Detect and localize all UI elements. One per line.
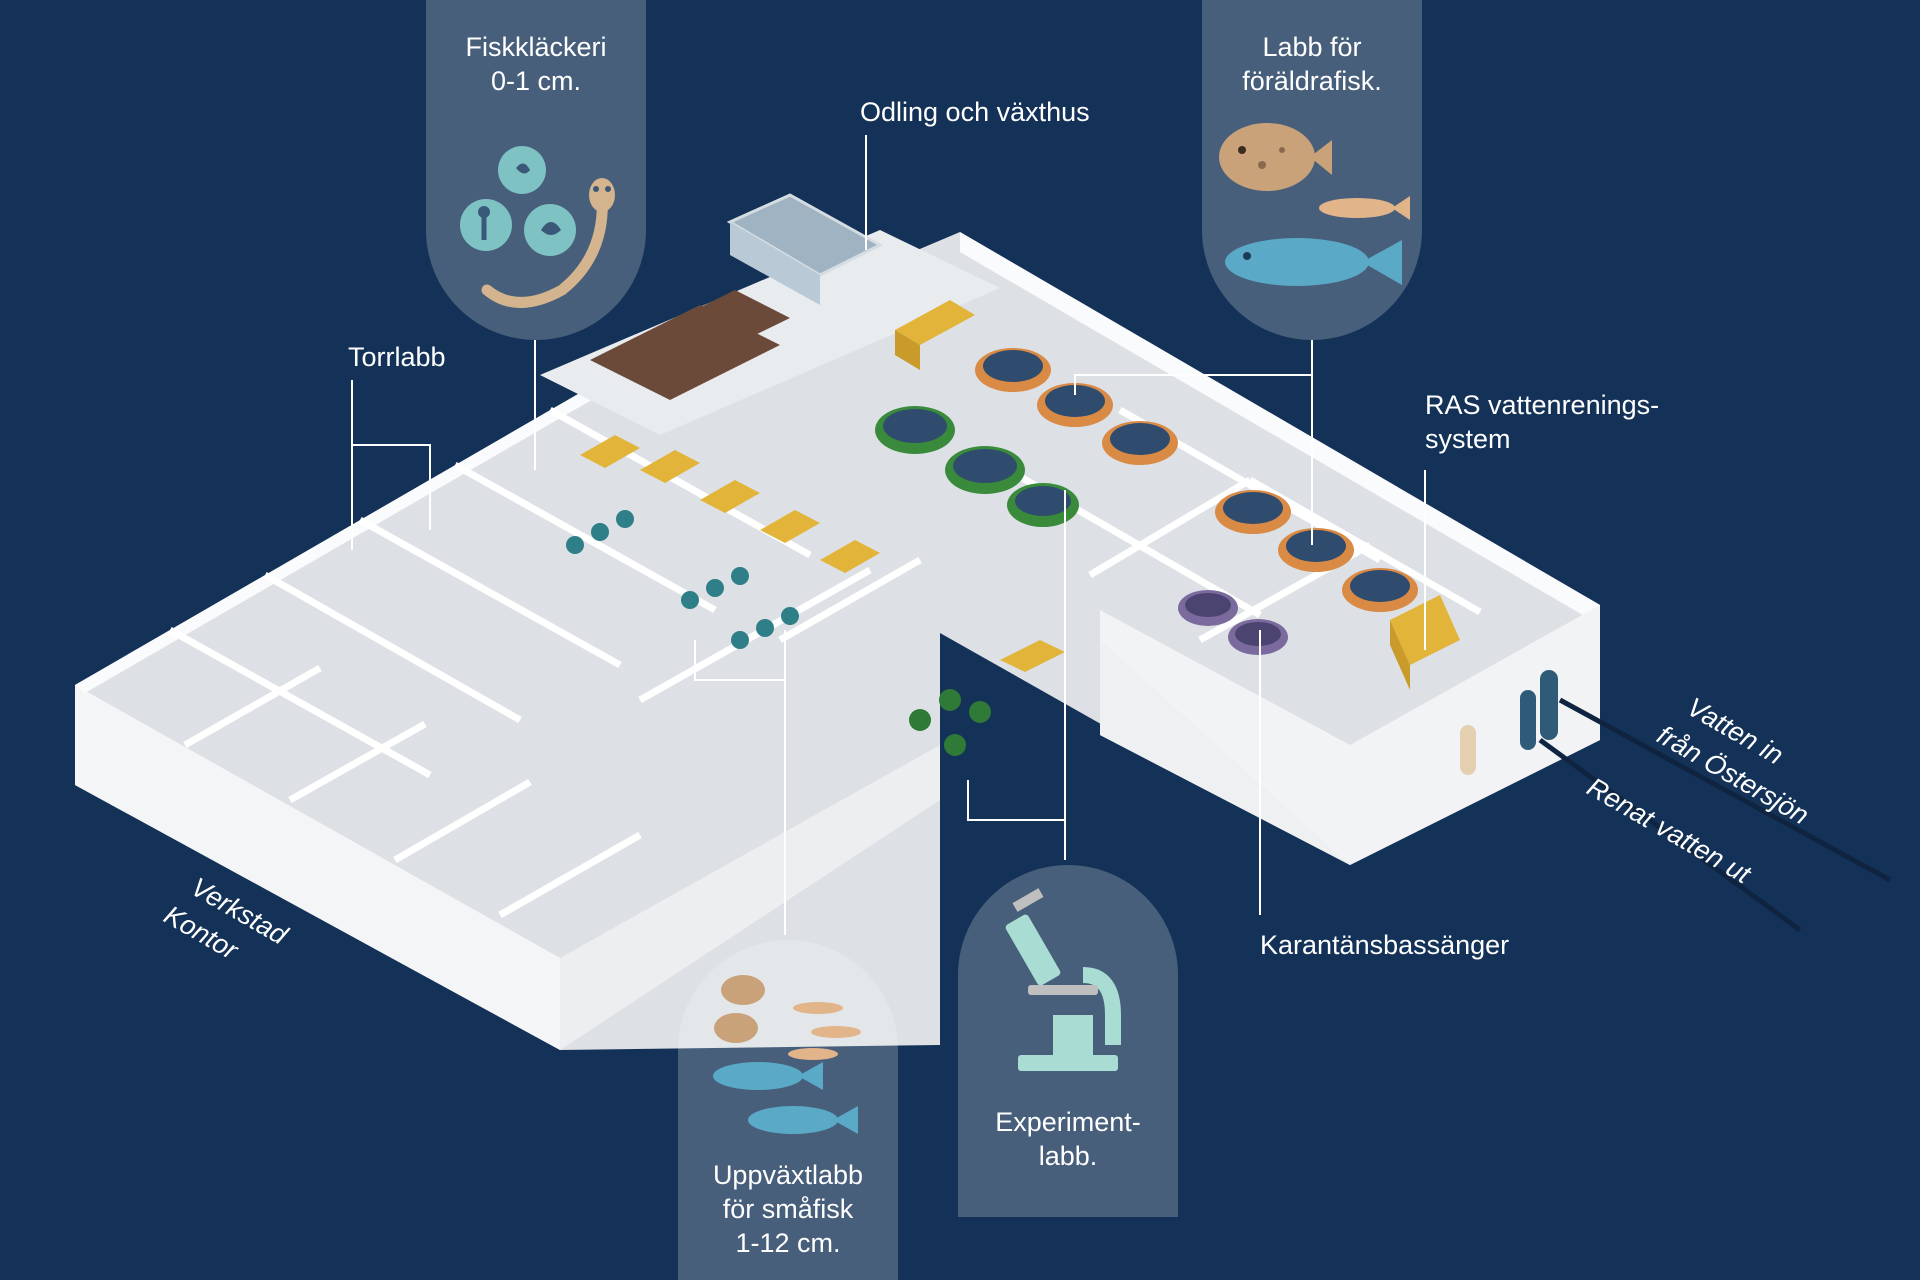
quarantine-tanks [1178,590,1288,655]
orange-tanks [975,348,1418,612]
greenhouse-label: Odling och växthus [860,97,1090,127]
experiment-pill: Experiment- labb. [958,865,1178,1217]
main-wing [75,342,940,1050]
parent-fish-label-2: föräldrafisk. [1242,66,1382,96]
experiment-label-1: Experiment- [995,1107,1141,1137]
hatchery-label-1: Fiskkläckeri [465,32,607,62]
experiment-label-2: labb. [1038,1141,1098,1171]
ras-label-1: RAS vattenrenings- [1425,390,1660,420]
microscope-icon [1005,888,1121,1071]
small-fish-icon [713,975,861,1134]
hatchery-label-2: 0-1 cm. [490,66,582,96]
water-pipes [1538,697,1892,933]
juvenile-label-2: för småfisk [722,1194,854,1224]
juvenile-tanks [566,510,991,756]
parent-fish-icon [1219,123,1410,286]
dry-lab-label: Torrlabb [348,342,446,372]
parent-fish-pill: Labb för föräldrafisk. [1202,0,1422,340]
hatchery-pill: Fiskkläckeri 0-1 cm. [426,0,646,340]
yellow-equipment [580,300,1460,690]
greenhouse-terrace [540,193,1000,435]
ras-label-2: system [1425,424,1511,454]
quarantine-label: Karantänsbassänger [1260,930,1510,960]
fish-egg-larva-icon [460,146,615,308]
juvenile-label-3: 1-12 cm. [735,1228,841,1258]
parent-fish-label-1: Labb för [1262,32,1362,62]
ras-filters [1460,670,1558,775]
right-wing [705,232,1600,865]
juvenile-pill: Uppväxtlabb för småfisk 1-12 cm. [678,940,898,1280]
juvenile-label-1: Uppväxtlabb [712,1160,864,1190]
green-tanks [875,406,1079,527]
